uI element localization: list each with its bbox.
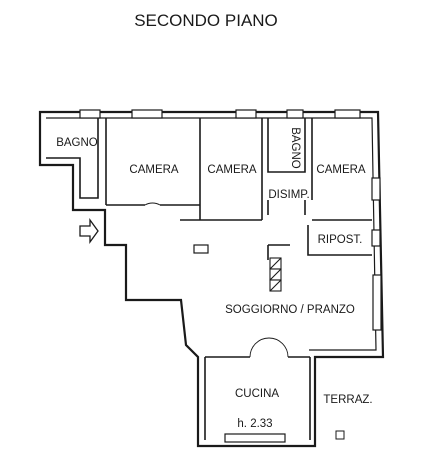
- soggiorno-inner-wall: [267, 244, 290, 260]
- room-label-terrazzo: TERRAZ.: [323, 394, 372, 406]
- windows-top: [79, 109, 361, 119]
- room-label-ripost: RIPOST.: [318, 234, 363, 246]
- interior-walls: [46, 118, 372, 440]
- room-label-cucina: CUCINA: [235, 388, 279, 400]
- room-label-soggiorno: SOGGIORNO / PRANZO: [225, 304, 355, 316]
- window: [371, 229, 381, 247]
- ripost-walls: [307, 225, 372, 256]
- windows-right: [371, 177, 382, 331]
- fixture-small-box: [193, 244, 209, 254]
- terrace-drain: [335, 430, 345, 440]
- cucina-window: [224, 433, 286, 443]
- window: [371, 177, 381, 201]
- disimp-walls: [267, 200, 306, 215]
- door-arc: [249, 337, 289, 358]
- outer-wall-outline: [38, 110, 385, 448]
- window: [79, 109, 101, 119]
- window: [131, 109, 163, 119]
- plan-title: SECONDO PIANO: [134, 11, 278, 30]
- door-arc: [144, 202, 161, 206]
- window: [235, 109, 257, 119]
- bagno-left-wall: [46, 118, 99, 199]
- vent-ducts-icon: [269, 257, 282, 292]
- window: [372, 274, 382, 331]
- room-label-bagno: BAGNO: [56, 137, 98, 149]
- room-height-label: h. 2.33: [237, 418, 272, 430]
- room-label-camera-1: CAMERA: [129, 164, 179, 176]
- door-swings: [144, 202, 289, 358]
- room-label-disimp: DISIMP.: [268, 189, 309, 201]
- entrance-arrow-icon: [79, 218, 99, 244]
- bagno-small-walls: [267, 118, 306, 173]
- window: [286, 109, 304, 119]
- room-label-camera-2: CAMERA: [207, 164, 257, 176]
- window: [334, 109, 361, 119]
- room-label-camera-3: CAMERA: [316, 164, 366, 176]
- cucina-top-wall: [204, 356, 310, 440]
- room-label-bagno-small: BAGNO: [289, 127, 301, 169]
